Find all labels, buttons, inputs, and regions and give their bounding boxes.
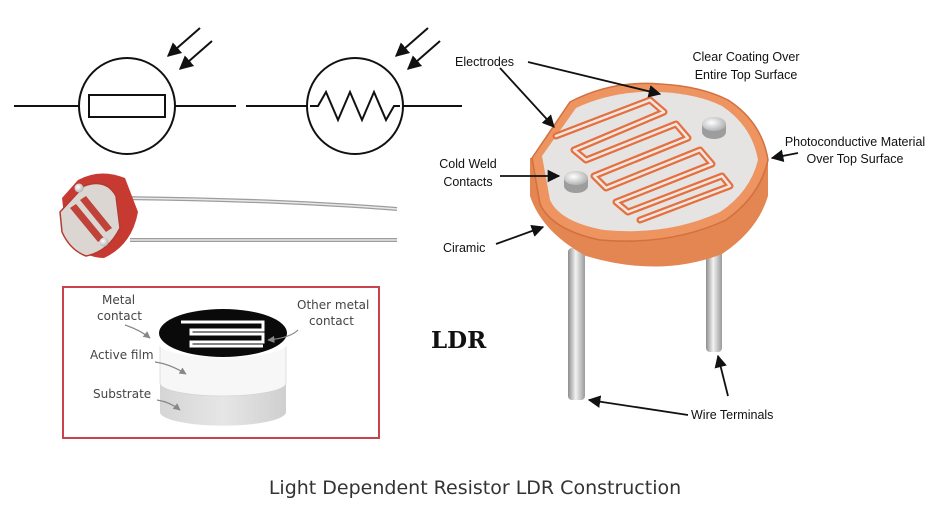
other-metal-contact-label-line2: contact bbox=[309, 314, 354, 328]
cold-weld-label-line2: Contacts bbox=[443, 175, 492, 189]
pointer-arrows bbox=[124, 324, 299, 411]
wire-terminals-label: Wire Terminals bbox=[691, 408, 773, 422]
ldr-component-photo bbox=[59, 173, 398, 258]
substrate-label: Substrate bbox=[93, 387, 151, 401]
metal-contact-label-line2: contact bbox=[97, 309, 142, 323]
ldr-symbol-rectangular bbox=[14, 27, 236, 155]
wire-terminal-right bbox=[706, 240, 722, 352]
wire-terminal-left bbox=[568, 248, 585, 400]
active-film-label: Active film bbox=[90, 348, 154, 362]
photoconductive-label-line1: Photoconductive Material bbox=[785, 135, 925, 149]
cold-weld-contact-right bbox=[702, 117, 726, 139]
electrodes-label: Electrodes bbox=[455, 55, 514, 69]
clear-coating-label-line1: Clear Coating Over bbox=[693, 50, 800, 64]
light-arrows-icon bbox=[166, 27, 213, 70]
ldr-layer-diagram: Metal contact Other metal contact Active… bbox=[62, 286, 380, 439]
other-metal-contact-label-line1: Other metal bbox=[297, 298, 369, 312]
figure-caption: Light Dependent Resistor LDR Constructio… bbox=[269, 477, 681, 499]
cold-weld-contact-left bbox=[564, 171, 588, 193]
photoconductive-label-line2: Over Top Surface bbox=[806, 152, 903, 166]
metal-contact-label-line1: Metal bbox=[102, 293, 135, 307]
clear-coating-label-line2: Entire Top Surface bbox=[695, 68, 798, 82]
ldr-symbol-zigzag bbox=[246, 27, 462, 155]
light-arrows-icon bbox=[394, 27, 441, 70]
ciramic-label: Ciramic bbox=[443, 241, 485, 255]
cold-weld-label-line1: Cold Weld bbox=[439, 157, 496, 171]
callout-arrows bbox=[495, 61, 799, 416]
ldr-3d-construction bbox=[530, 82, 769, 400]
ldr-title: LDR bbox=[431, 327, 487, 354]
